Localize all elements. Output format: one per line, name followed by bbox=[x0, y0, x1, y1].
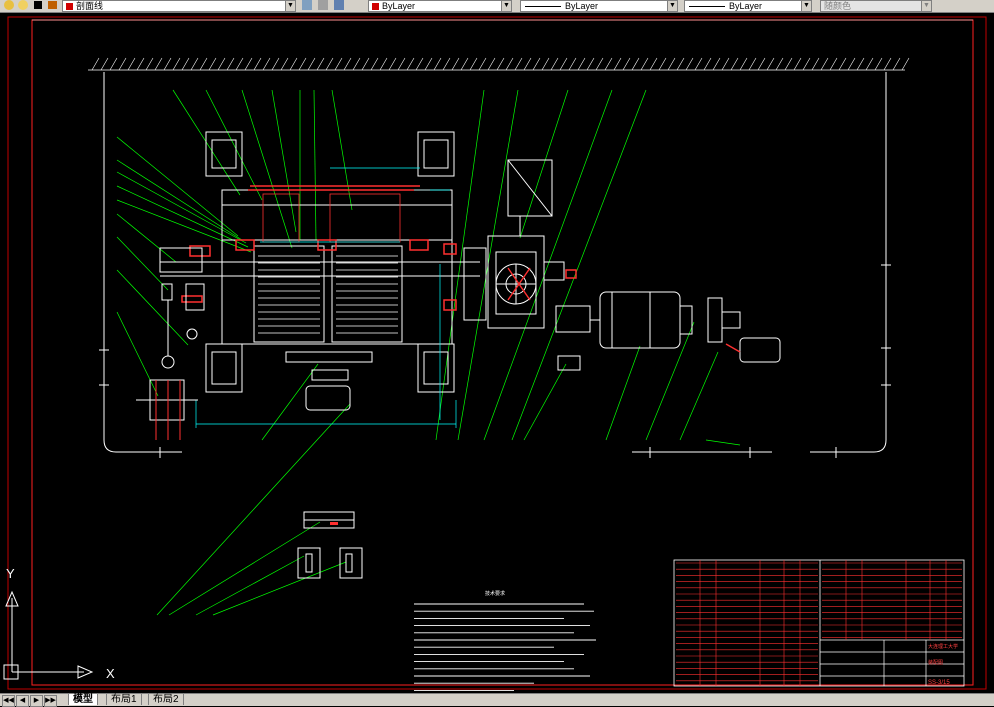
linetype-preview-icon bbox=[525, 6, 561, 8]
motor bbox=[590, 291, 781, 363]
chevron-down-icon[interactable]: ▼ bbox=[921, 1, 931, 11]
plotstyle-select[interactable]: 随颜色 ▼ bbox=[820, 0, 932, 12]
sheet-inner-frame bbox=[31, 19, 974, 686]
cad-drawing: 技术要求 SS-3/15 大连理工大学 装配图 X Y bbox=[3, 16, 987, 691]
layer-color-swatch-icon bbox=[66, 3, 73, 11]
linetype-select[interactable]: ByLayer ▼ bbox=[520, 0, 678, 12]
drawing-number: SS-3/15 bbox=[928, 680, 950, 686]
layer-name: 剖面线 bbox=[76, 1, 104, 11]
prev-layout-button[interactable]: ◀ bbox=[16, 695, 29, 707]
parts-list bbox=[673, 559, 965, 687]
title-block bbox=[820, 640, 964, 686]
color-swatch-icon bbox=[372, 3, 379, 11]
chevron-down-icon[interactable]: ▼ bbox=[801, 1, 811, 11]
layout-tab-bar: ◀◀ ◀ ▶ ▶▶ 模型 布局1 布局2 bbox=[0, 693, 994, 707]
sheet-outer-frame bbox=[7, 16, 987, 690]
layer-freeze-icon[interactable] bbox=[18, 0, 28, 10]
lineweight-select[interactable]: ByLayer ▼ bbox=[684, 0, 812, 12]
runway-frame bbox=[99, 72, 891, 458]
layer-previous-icon[interactable] bbox=[318, 0, 328, 10]
color-value: ByLayer bbox=[382, 1, 416, 11]
trolley-assembly bbox=[160, 131, 480, 411]
chevron-down-icon[interactable]: ▼ bbox=[501, 1, 511, 11]
tab-model[interactable]: 模型 bbox=[68, 694, 98, 705]
chevron-down-icon[interactable]: ▼ bbox=[667, 1, 677, 11]
chevron-down-icon[interactable]: ▼ bbox=[285, 1, 295, 11]
notes-title: 技术要求 bbox=[485, 590, 505, 597]
plotstyle-value: 随颜色 bbox=[824, 1, 852, 11]
ucs-icon bbox=[3, 590, 94, 680]
properties-toolbar: 剖面线 ▼ ByLayer ▼ ByLayer ▼ ByLayer ▼ 随颜色 … bbox=[0, 0, 994, 13]
drawing-canvas[interactable]: 技术要求 SS-3/15 大连理工大学 装配图 X Y bbox=[0, 13, 994, 693]
lineweight-value: ByLayer bbox=[729, 1, 763, 11]
title-block-label: 装配图 bbox=[928, 659, 943, 666]
layer-select[interactable]: 剖面线 ▼ bbox=[62, 0, 296, 12]
lineweight-preview-icon bbox=[689, 6, 725, 8]
layer-manager-icon[interactable] bbox=[334, 0, 344, 10]
make-current-layer-icon[interactable] bbox=[302, 0, 312, 10]
layer-state-icon[interactable] bbox=[4, 0, 14, 10]
ucs-y-label: Y bbox=[6, 566, 15, 581]
layer-color-icon bbox=[34, 1, 42, 9]
last-layout-button[interactable]: ▶▶ bbox=[44, 695, 57, 707]
ucs-x-label: X bbox=[106, 666, 115, 681]
hook-block bbox=[136, 247, 205, 421]
tab-layout2[interactable]: 布局2 bbox=[148, 694, 184, 705]
tab-layout1[interactable]: 布局1 bbox=[106, 694, 142, 705]
detail-views bbox=[297, 511, 363, 579]
company-name: 大连理工大学 bbox=[928, 643, 958, 650]
gearbox bbox=[463, 159, 591, 371]
linetype-value: ByLayer bbox=[565, 1, 599, 11]
first-layout-button[interactable]: ◀◀ bbox=[2, 695, 15, 707]
color-select[interactable]: ByLayer ▼ bbox=[368, 0, 512, 12]
next-layout-button[interactable]: ▶ bbox=[30, 695, 43, 707]
dimension-lines bbox=[195, 167, 457, 428]
layer-lock-icon bbox=[48, 1, 57, 9]
